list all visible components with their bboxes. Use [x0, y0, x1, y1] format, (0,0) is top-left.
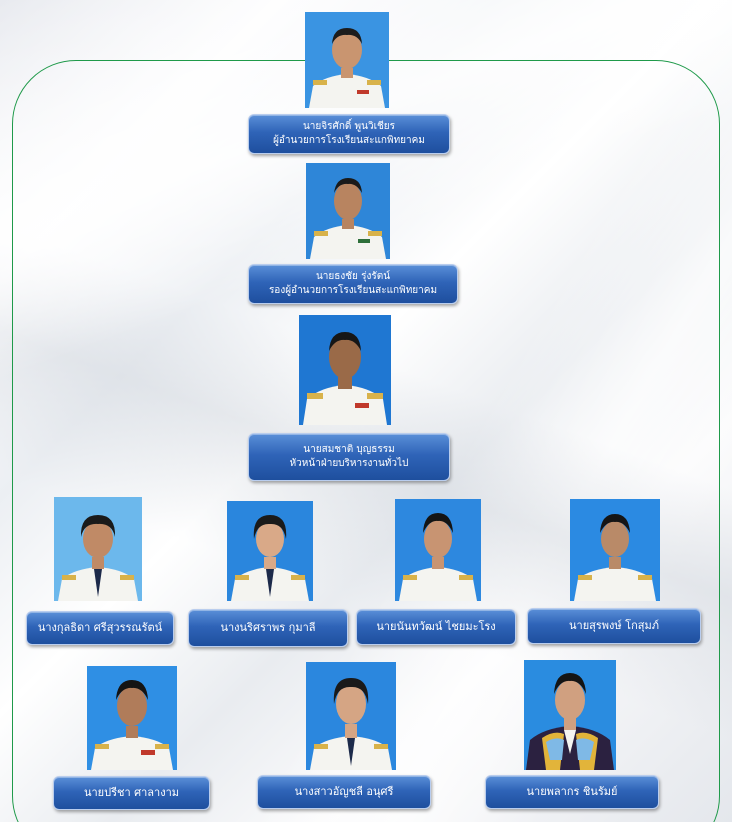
deputy-nameplate: นายธงชัย รุ่งรัตน์ รองผู้อำนวยการโรงเรีย…: [248, 264, 458, 304]
staff-photo: [54, 497, 142, 601]
staff-photo: [227, 501, 313, 601]
deputy-role: รองผู้อำนวยการโรงเรียนสะแกพิทยาคม: [268, 285, 438, 296]
portrait-icon: [87, 666, 177, 770]
portrait-icon: [306, 163, 390, 259]
staff-photo: [87, 666, 177, 770]
staff-nameplate: นางนริศราพร กุมาลี: [188, 609, 348, 647]
head-name: นายสมชาติ บุญธรรม: [303, 444, 395, 455]
staff-nameplate: นายสุรพงษ์ โกสุมภ์: [527, 608, 701, 644]
graduation-portrait-icon: [524, 660, 616, 770]
staff-photo: [306, 662, 396, 770]
deputy-name: นายธงชัย รุ่งรัตน์: [315, 271, 391, 282]
deputy-photo: [306, 163, 390, 259]
staff-name: นายพลากร ชินรัมย์: [526, 785, 618, 798]
director-nameplate: นายจิรศักดิ์ พูนวิเชียร ผู้อำนวยการโรงเร…: [248, 114, 450, 154]
director-photo: [305, 12, 389, 108]
staff-name: นางนริศราพร กุมาลี: [220, 621, 316, 634]
portrait-icon: [54, 497, 142, 601]
portrait-icon: [299, 315, 391, 425]
staff-name: นายนันทวัฒน์ ไชยมะโรง: [376, 620, 496, 633]
head-role: หัวหน้าฝ่ายบริหารงานทั่วไป: [289, 458, 409, 469]
portrait-icon: [306, 662, 396, 770]
director-name: นายจิรศักดิ์ พูนวิเชียร: [302, 121, 396, 132]
staff-nameplate: นางกุลธิดา ศรีสุวรรณรัตน์: [26, 611, 174, 645]
staff-nameplate: นายนันทวัฒน์ ไชยมะโรง: [356, 609, 516, 645]
staff-nameplate: นางสาวอัญชลี อนุศรี: [257, 775, 431, 809]
head-photo: [299, 315, 391, 425]
staff-nameplate: นายพลากร ชินรัมย์: [485, 775, 659, 809]
staff-photo: [570, 499, 660, 601]
portrait-icon: [570, 499, 660, 601]
portrait-icon: [395, 499, 481, 601]
staff-nameplate: นายปรีชา ศาลางาม: [53, 776, 210, 810]
staff-name: นายสุรพงษ์ โกสุมภ์: [569, 619, 659, 632]
staff-photo: [395, 499, 481, 601]
portrait-icon: [227, 501, 313, 601]
director-role: ผู้อำนวยการโรงเรียนสะแกพิทยาคม: [273, 135, 425, 146]
staff-name: นางสาวอัญชลี อนุศรี: [294, 785, 394, 798]
staff-name: นางกุลธิดา ศรีสุวรรณรัตน์: [37, 621, 163, 634]
head-nameplate: นายสมชาติ บุญธรรม หัวหน้าฝ่ายบริหารงานทั…: [248, 433, 450, 481]
portrait-icon: [305, 12, 389, 108]
staff-name: นายปรีชา ศาลางาม: [83, 786, 180, 799]
staff-photo: [524, 660, 616, 770]
